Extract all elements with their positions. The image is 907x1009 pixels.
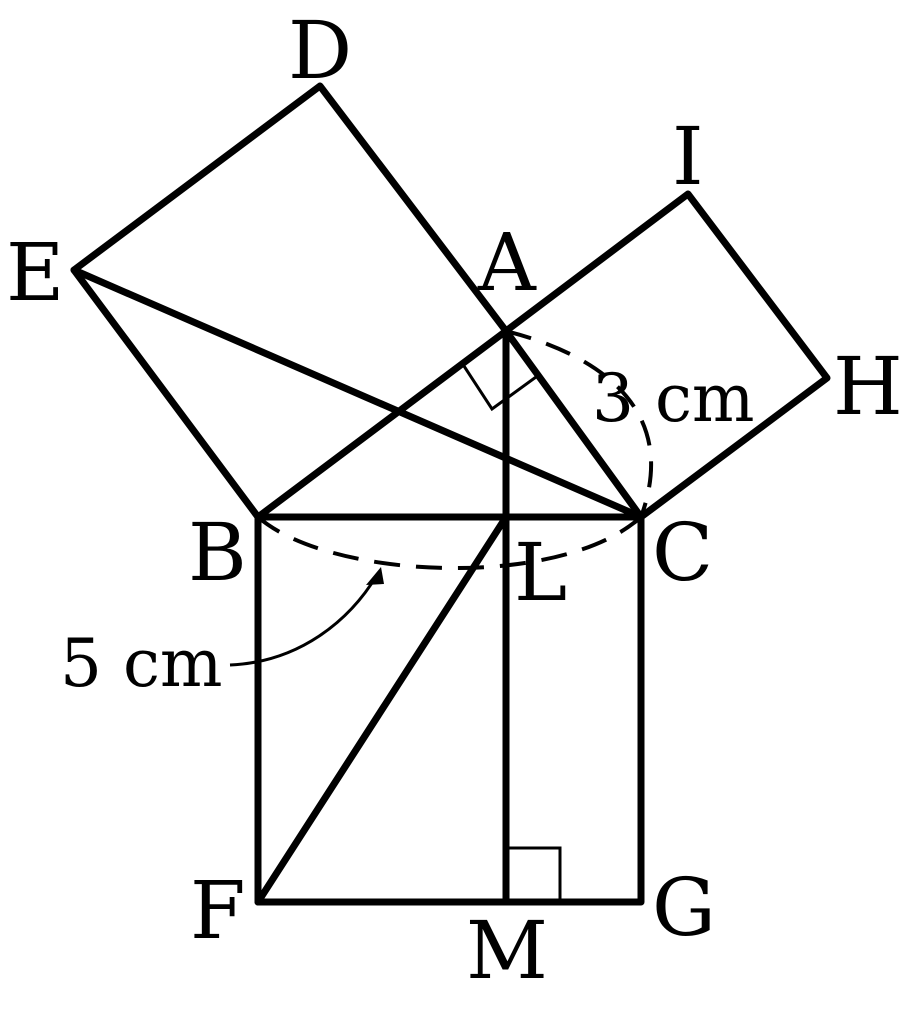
square-achi xyxy=(502,190,831,521)
segment-fl xyxy=(254,513,510,906)
point-label-b: B xyxy=(188,506,247,599)
right-angle-mark-a xyxy=(460,362,537,412)
arrowhead-icon xyxy=(366,567,384,585)
length-label-bc: 5 cm xyxy=(60,625,223,702)
point-label-g: G xyxy=(652,861,716,954)
point-label-l: L xyxy=(514,526,567,619)
point-label-c: C xyxy=(652,506,713,599)
point-label-m: M xyxy=(466,904,548,997)
dashed-brace-ac xyxy=(505,329,654,518)
square-bcgf xyxy=(254,513,645,906)
length-arrow-bc xyxy=(229,574,379,667)
length-label-ac: 3 cm xyxy=(592,360,755,437)
point-label-d: D xyxy=(288,4,352,97)
right-angle-mark-m xyxy=(506,846,562,902)
point-label-f: F xyxy=(190,864,246,957)
point-label-e: E xyxy=(6,226,64,319)
point-label-a: A xyxy=(477,216,537,309)
point-label-i: I xyxy=(672,110,704,203)
dashed-brace-bc xyxy=(256,515,643,571)
point-label-h: H xyxy=(833,340,903,433)
segment-ec xyxy=(70,266,645,521)
